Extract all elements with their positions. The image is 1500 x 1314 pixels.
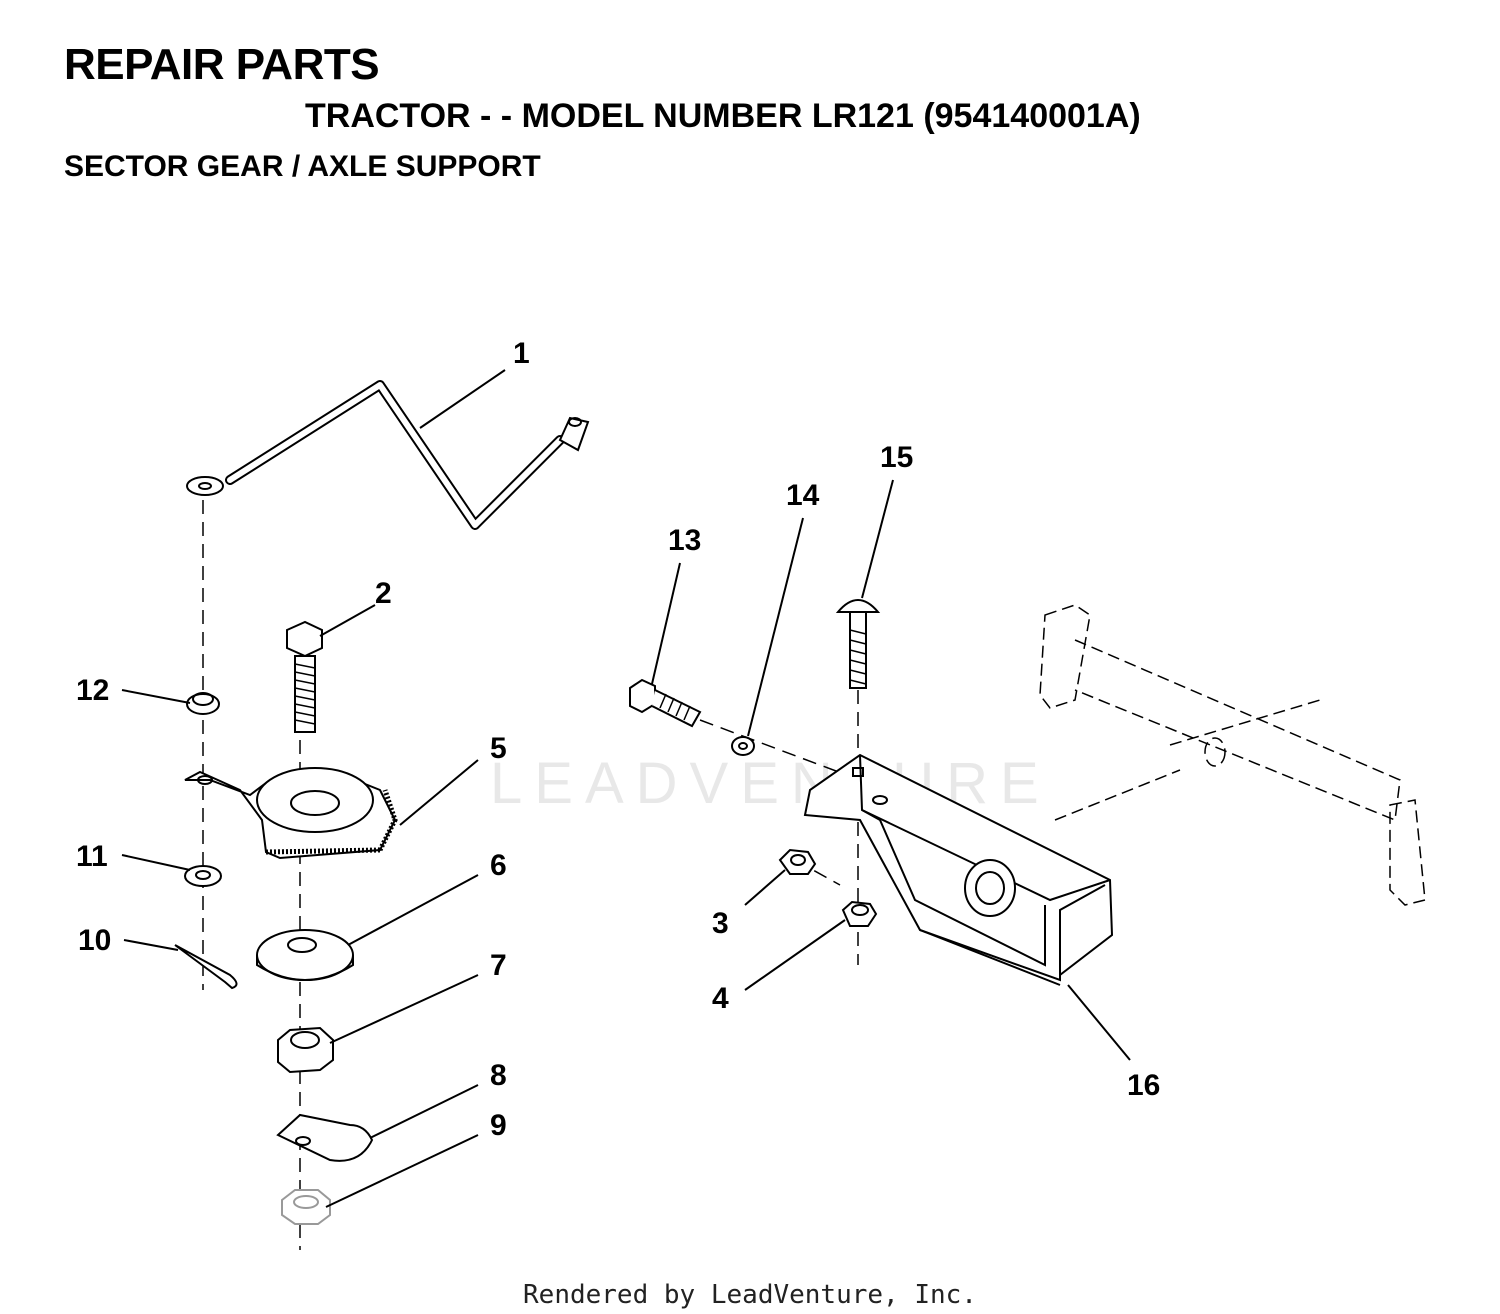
- washer-14: [731, 736, 755, 756]
- spacer-6: [256, 929, 354, 981]
- nut-4: [841, 900, 878, 927]
- section-title: SECTOR GEAR / AXLE SUPPORT: [64, 150, 541, 183]
- nut-9: [281, 1189, 331, 1225]
- carriage-bolt-15: [835, 599, 881, 689]
- callout-8: 8: [490, 1059, 507, 1092]
- page-title: REPAIR PARTS: [64, 40, 380, 89]
- callout-10: 10: [78, 924, 111, 957]
- washer-11: [184, 865, 222, 887]
- footer-credit: Rendered by LeadVenture, Inc.: [523, 1280, 977, 1310]
- callout-5: 5: [490, 732, 507, 765]
- clamp-8: [276, 1113, 374, 1162]
- callout-2: 2: [375, 577, 392, 610]
- hex-nut-7: [277, 1026, 334, 1074]
- callout-13: 13: [668, 524, 701, 557]
- callout-16: 16: [1127, 1069, 1160, 1102]
- sector-gear-5: [184, 767, 398, 860]
- callout-6: 6: [490, 849, 507, 882]
- nut-3: [778, 848, 817, 875]
- bolt-part-2: [286, 620, 323, 733]
- callout-1: 1: [513, 337, 530, 370]
- cotter-pin-10: [174, 944, 238, 990]
- front-axle-phantom: [1039, 604, 1426, 906]
- callout-11: 11: [76, 840, 108, 873]
- flange-nut-12: [186, 692, 220, 715]
- callout-7: 7: [490, 949, 507, 982]
- bolt-13: [629, 678, 702, 728]
- callout-15: 15: [880, 441, 913, 474]
- drag-link-rod: [186, 380, 590, 530]
- model-subtitle: TRACTOR - - MODEL NUMBER LR121 (95414000…: [305, 97, 1141, 135]
- axle-support-16: [803, 753, 1114, 986]
- callout-12: 12: [76, 674, 109, 707]
- callout-14: 14: [786, 479, 820, 512]
- callout-3: 3: [712, 907, 729, 940]
- callout-9: 9: [490, 1109, 507, 1142]
- callout-4: 4: [712, 982, 729, 1015]
